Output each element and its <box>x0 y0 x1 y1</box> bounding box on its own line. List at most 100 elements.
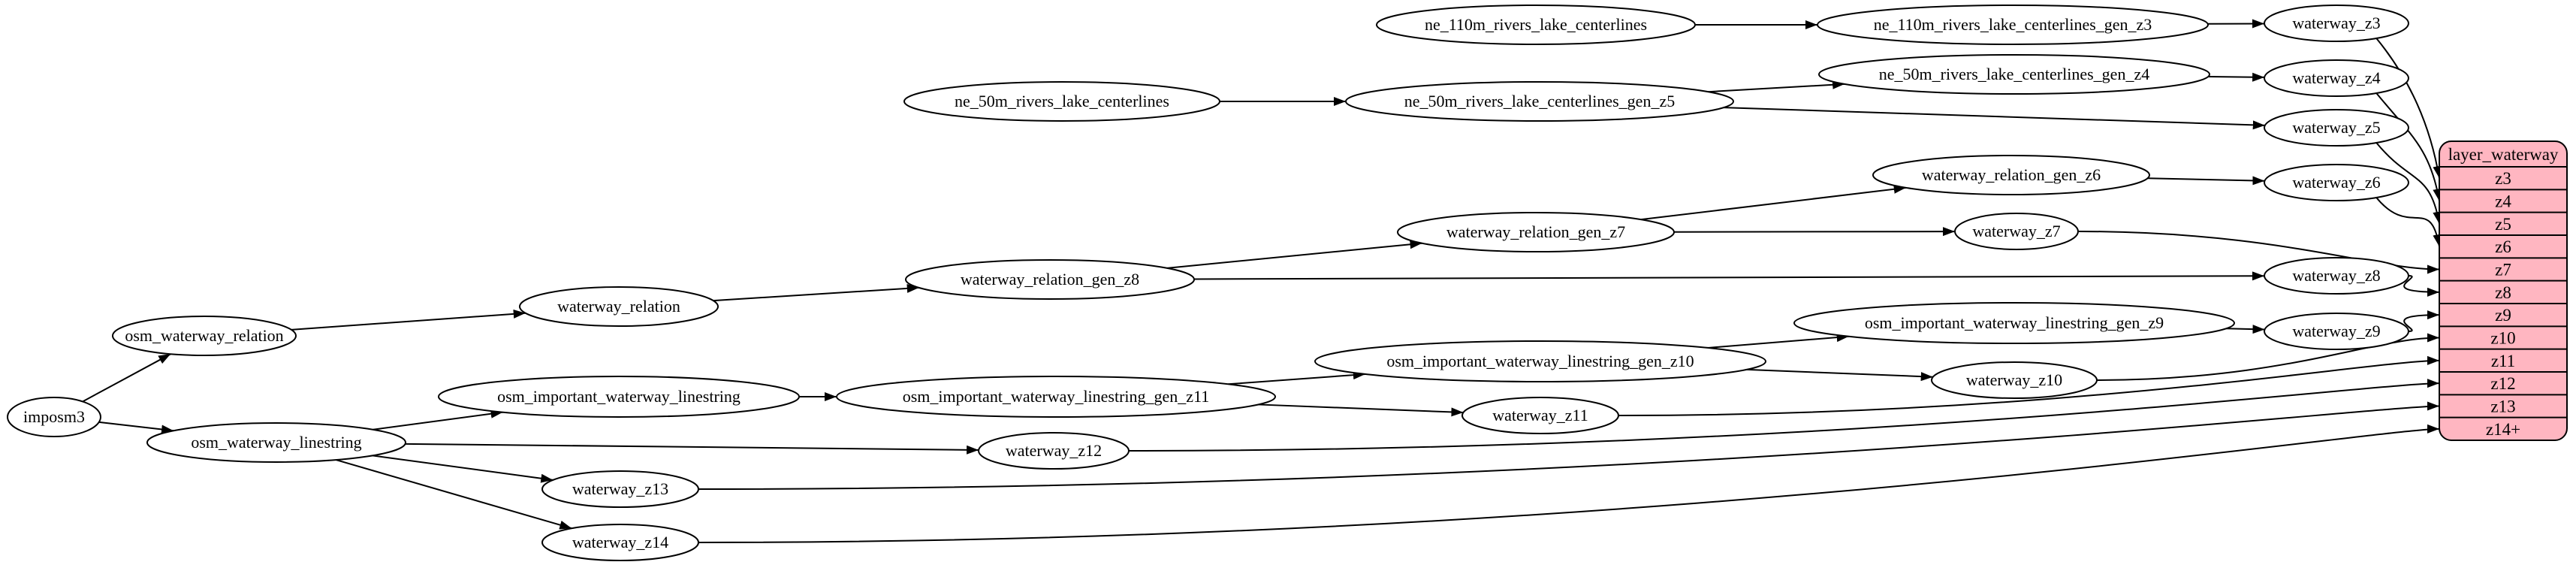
node-label: osm_important_waterway_linestring_gen_z9 <box>1865 313 2164 332</box>
edge-waterway_z12-to-layer_waterway-z12 <box>1128 379 2440 452</box>
node-ellipse <box>903 81 1220 122</box>
node-ellipse <box>1376 5 1696 45</box>
node-label: ne_110m_rivers_lake_centerlines <box>1425 15 1647 34</box>
edge-osm_waterway_linestring-to-waterway_z14 <box>336 459 572 530</box>
edge-waterway_z14-to-layer_waterway-z14+ <box>698 424 2440 543</box>
node-ellipse <box>978 432 1130 470</box>
node-ellipse <box>1397 212 1675 252</box>
node-label: waterway_z10 <box>1966 370 2062 389</box>
edge-imposm3-to-osm_waterway_linestring <box>98 421 174 434</box>
node-label: waterway_z13 <box>572 479 668 498</box>
node-label: waterway_z6 <box>2292 173 2380 192</box>
node-waterway_z4: waterway_z4 <box>2264 59 2409 97</box>
edge-waterway_z4-to-layer_waterway-z4 <box>2375 92 2442 201</box>
node-ellipse <box>438 376 800 418</box>
node-label: ne_110m_rivers_lake_centerlines_gen_z3 <box>1874 15 2152 34</box>
node-waterway_z13: waterway_z13 <box>541 470 699 508</box>
node-ellipse <box>1817 5 2209 45</box>
node-osm_important_waterway_linestring_gen_z9: osm_important_waterway_linestring_gen_z9 <box>1793 302 2235 344</box>
node-label: waterway_z11 <box>1492 406 1588 425</box>
node-ellipse <box>2264 257 2409 295</box>
node-ne_50m_rivers_lake_centerlines_gen_z4: ne_50m_rivers_lake_centerlines_gen_z4 <box>1818 54 2210 95</box>
node-label: osm_important_waterway_linestring <box>497 387 741 406</box>
edge-ne_50m_rivers_lake_centerlines_gen_z5-to-waterway_z5 <box>1724 107 2265 130</box>
record-row-z11: z11 <box>2491 352 2515 370</box>
record-layer_waterway: layer_waterwayz3z4z5z6z7z8z9z10z11z12z13… <box>2439 140 2568 441</box>
node-label: waterway_relation <box>557 297 680 316</box>
edge-waterway_z5-to-layer_waterway-z5 <box>2375 142 2442 225</box>
node-osm_important_waterway_linestring_gen_z11: osm_important_waterway_linestring_gen_z1… <box>836 376 1276 418</box>
node-ellipse <box>1954 213 2079 250</box>
node-imposm3: imposm3 <box>7 397 101 437</box>
edge-osm_important_waterway_linestring_gen_z11-to-waterway_z11 <box>1258 403 1464 417</box>
edge-waterway_relation-to-waterway_relation_gen_z8 <box>713 283 919 302</box>
node-osm_waterway_relation: osm_waterway_relation <box>112 316 297 356</box>
node-waterway_z12: waterway_z12 <box>978 432 1130 470</box>
node-waterway_z11: waterway_z11 <box>1461 397 1619 434</box>
node-label: waterway_relation_gen_z7 <box>1446 222 1625 241</box>
node-label: osm_waterway_relation <box>125 326 283 345</box>
node-ellipse <box>836 376 1276 418</box>
record-row-z9: z9 <box>2495 306 2511 325</box>
node-osm_important_waterway_linestring_gen_z10: osm_important_waterway_linestring_gen_z1… <box>1314 340 1766 382</box>
edge-waterway_relation_gen_z7-to-waterway_z7 <box>1673 227 1956 237</box>
node-waterway_z6: waterway_z6 <box>2264 164 2409 201</box>
node-label: waterway_z9 <box>2292 322 2380 340</box>
record-row-z6: z6 <box>2495 237 2511 256</box>
record-row-z12: z12 <box>2490 374 2515 393</box>
node-waterway_z10: waterway_z10 <box>1931 361 2098 399</box>
node-waterway_z7: waterway_z7 <box>1954 213 2079 250</box>
node-label: imposm3 <box>23 407 85 426</box>
node-ellipse <box>519 286 719 327</box>
node-waterway_z5: waterway_z5 <box>2264 109 2409 147</box>
edge-waterway_relation_gen_z8-to-waterway_z8 <box>1193 271 2265 281</box>
node-ellipse <box>146 422 406 463</box>
node-ellipse <box>1793 302 2235 344</box>
node-waterway_z9: waterway_z9 <box>2264 313 2409 350</box>
edge-osm_waterway_linestring-to-osm_important_waterway_linestring <box>373 409 503 431</box>
edge-osm_waterway_linestring-to-waterway_z13 <box>372 455 554 483</box>
record-row-z8: z8 <box>2495 283 2511 302</box>
edge-osm_waterway_relation-to-waterway_relation <box>291 309 526 331</box>
node-ne_50m_rivers_lake_centerlines_gen_z5: ne_50m_rivers_lake_centerlines_gen_z5 <box>1345 81 1734 122</box>
node-label: ne_50m_rivers_lake_centerlines_gen_z5 <box>1404 92 1675 110</box>
record-row-z13: z13 <box>2490 397 2515 415</box>
node-waterway_z14: waterway_z14 <box>541 524 699 561</box>
edge-waterway_z9-to-layer_waterway-z9 <box>2403 310 2440 332</box>
node-label: waterway_z4 <box>2292 68 2380 87</box>
edge-osm_important_waterway_linestring_gen_z10-to-osm_important_waterway_linestring_gen_z9 <box>1708 333 1849 349</box>
edge-osm_waterway_linestring-to-waterway_z12 <box>405 443 979 455</box>
node-ne_110m_rivers_lake_centerlines_gen_z3: ne_110m_rivers_lake_centerlines_gen_z3 <box>1817 5 2209 45</box>
node-ellipse <box>2264 5 2409 42</box>
node-ellipse <box>541 470 699 508</box>
nodes-layer: imposm3osm_waterway_relationosm_waterway… <box>7 5 2568 561</box>
node-label: waterway_z14 <box>572 533 668 551</box>
node-label: waterway_z3 <box>2292 14 2380 32</box>
edge-waterway_z13-to-layer_waterway-z13 <box>698 401 2440 490</box>
node-label: waterway_relation_gen_z6 <box>1922 165 2101 184</box>
edge-waterway_z3-to-layer_waterway-z3 <box>2375 38 2442 179</box>
record-title: layer_waterway <box>2448 145 2559 164</box>
edge-imposm3-to-osm_waterway_relation <box>82 353 171 403</box>
node-ellipse <box>2264 313 2409 350</box>
node-ellipse <box>1345 81 1734 122</box>
edge-waterway_relation_gen_z8-to-waterway_relation_gen_z7 <box>1166 240 1422 269</box>
edge-waterway_relation_gen_z6-to-waterway_z6 <box>2147 176 2265 186</box>
record-row-z14+: z14+ <box>2486 420 2520 439</box>
edge-waterway_z7-to-layer_waterway-z7 <box>2077 231 2440 274</box>
node-ellipse <box>1818 54 2210 95</box>
edge-waterway_relation_gen_z7-to-waterway_relation_gen_z6 <box>1641 184 1906 221</box>
node-label: waterway_relation_gen_z8 <box>961 270 1139 289</box>
node-waterway_relation_gen_z8: waterway_relation_gen_z8 <box>905 259 1195 300</box>
node-ne_110m_rivers_lake_centerlines: ne_110m_rivers_lake_centerlines <box>1376 5 1696 45</box>
node-ellipse <box>1872 155 2150 195</box>
node-ellipse <box>2264 59 2409 97</box>
node-ellipse <box>2264 164 2409 201</box>
node-label: ne_50m_rivers_lake_centerlines_gen_z4 <box>1879 65 2149 83</box>
node-ellipse <box>1314 340 1766 382</box>
edge-osm_important_waterway_linestring_gen_z10-to-waterway_z10 <box>1746 368 1933 382</box>
node-label: waterway_z7 <box>1972 222 2060 240</box>
node-label: osm_important_waterway_linestring_gen_z1… <box>1386 352 1694 370</box>
